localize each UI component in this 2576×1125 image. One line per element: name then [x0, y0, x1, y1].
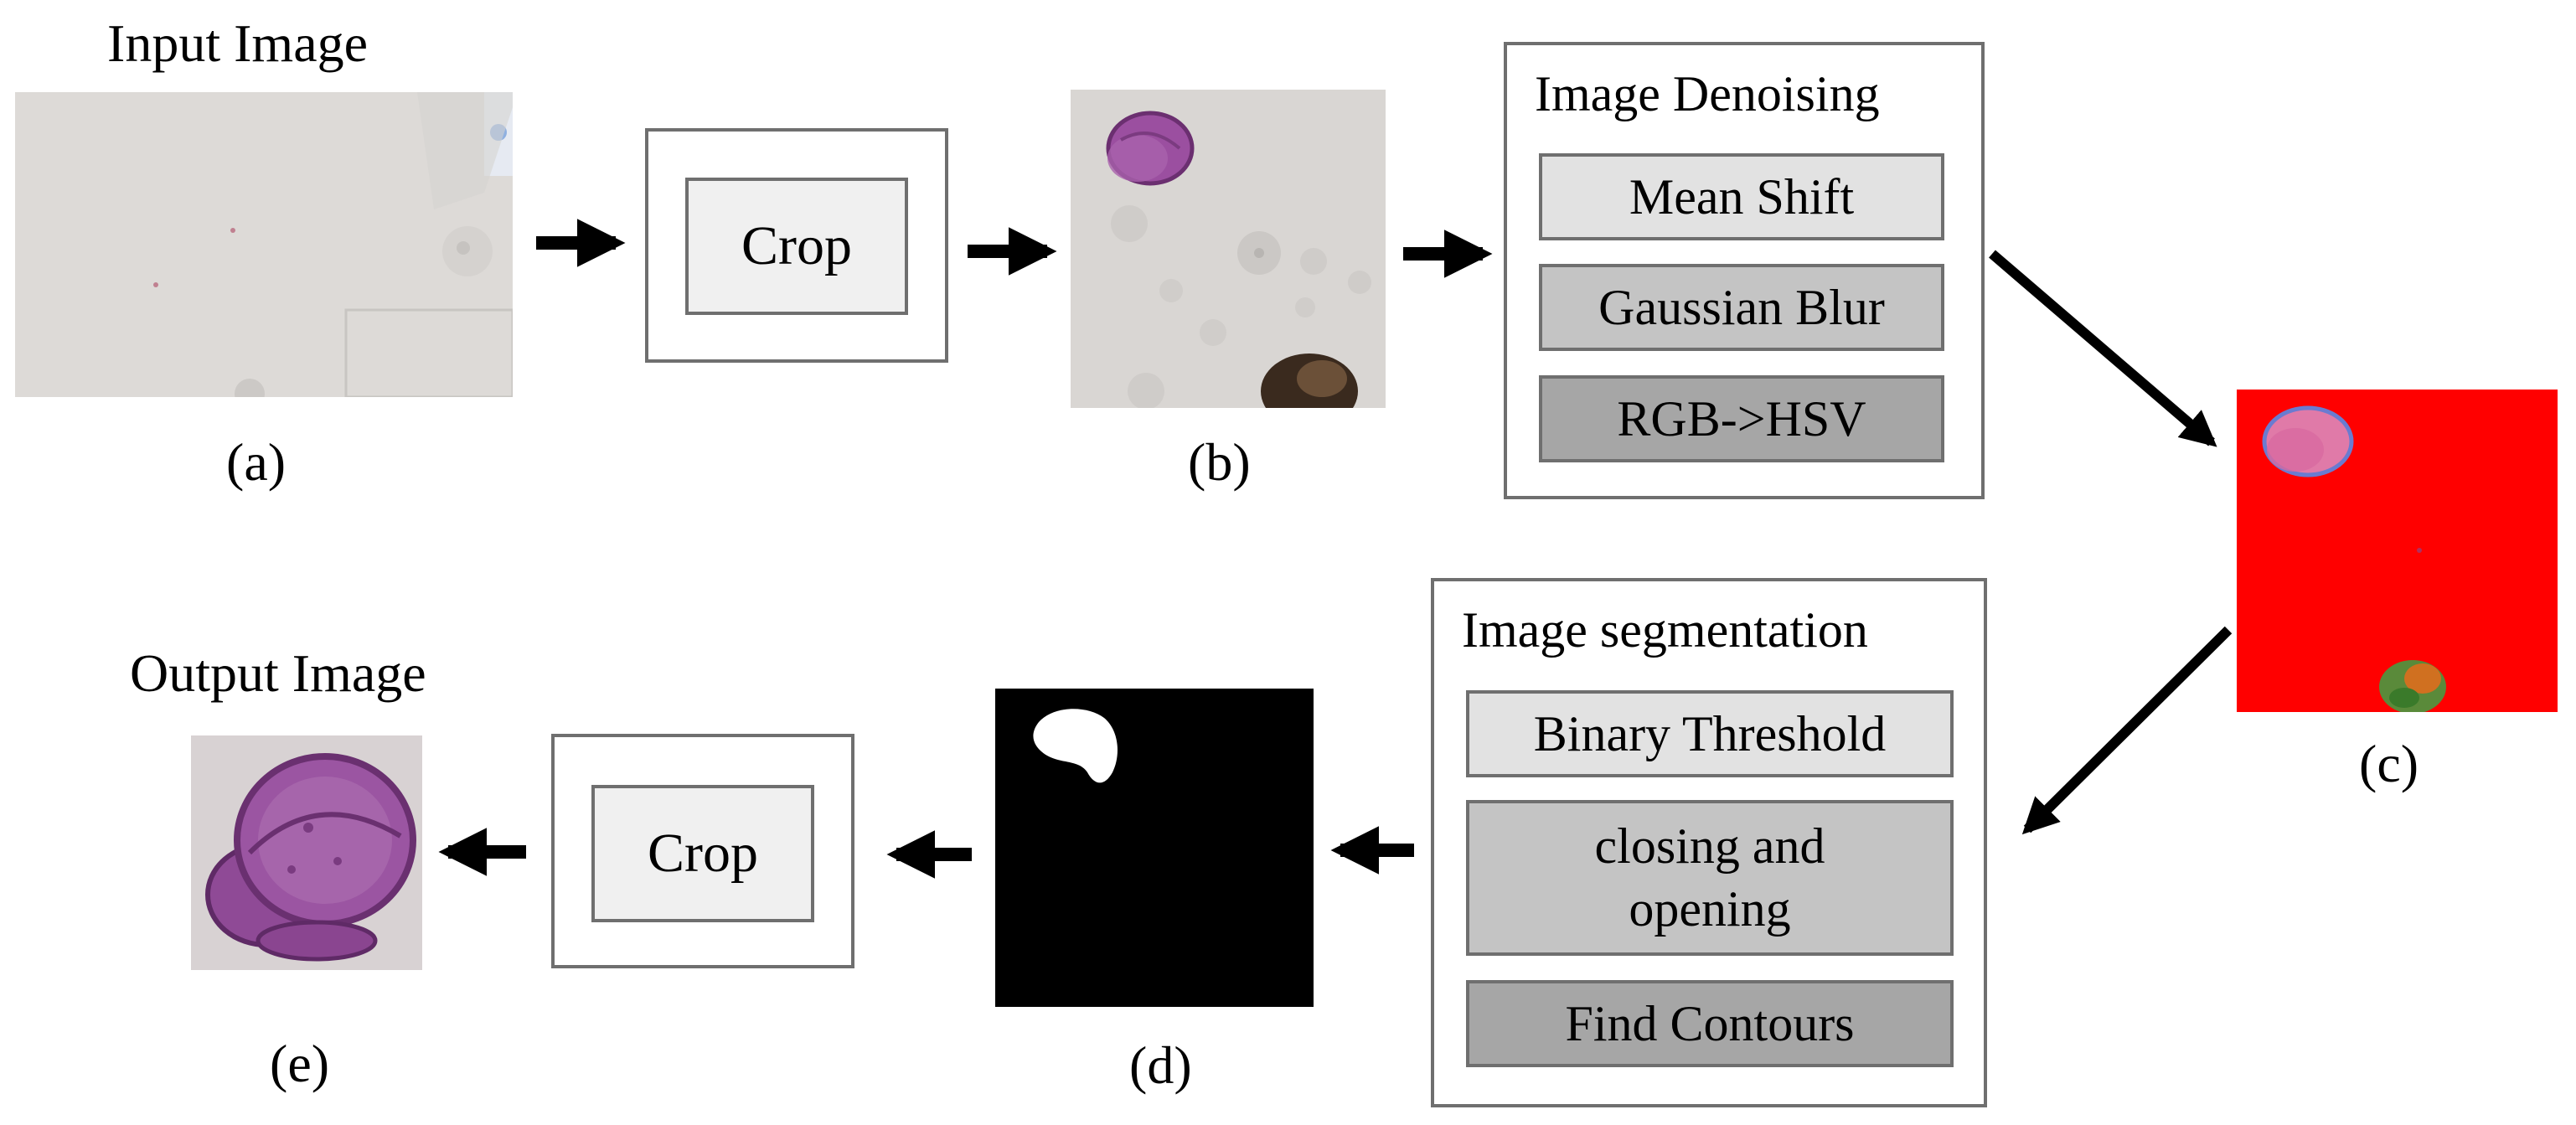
hsv-image [2237, 390, 2558, 712]
caption-d: (d) [1129, 1035, 1192, 1095]
binary-threshold-step: Binary Threshold [1466, 690, 1954, 777]
output-image [191, 735, 422, 970]
find-contours-step: Find Contours [1466, 980, 1954, 1067]
caption-c: (c) [2359, 734, 2419, 793]
gaussian-blur-step: Gaussian Blur [1539, 264, 1944, 351]
caption-e: (e) [270, 1034, 330, 1093]
denoising-title: Image Denoising [1535, 66, 1880, 121]
closing-opening-step: closing and opening [1466, 800, 1954, 956]
arrow-hsv-to-segmentation [2021, 626, 2233, 835]
caption-b: (b) [1188, 432, 1251, 492]
caption-a: (a) [226, 432, 287, 492]
segmentation-title: Image segmentation [1462, 602, 1868, 658]
output-image-title: Output Image [130, 643, 426, 703]
arrow-denoising-to-hsv [1989, 250, 2217, 447]
input-image-title: Input Image [107, 13, 368, 73]
input-image [15, 92, 513, 397]
binary-mask-image [995, 689, 1314, 1007]
mean-shift-step: Mean Shift [1539, 153, 1944, 240]
crop-step-bottom: Crop [591, 785, 814, 922]
rgb-to-hsv-step: RGB->HSV [1539, 375, 1944, 462]
crop-step-top: Crop [685, 178, 908, 315]
cropped-image [1071, 90, 1386, 408]
